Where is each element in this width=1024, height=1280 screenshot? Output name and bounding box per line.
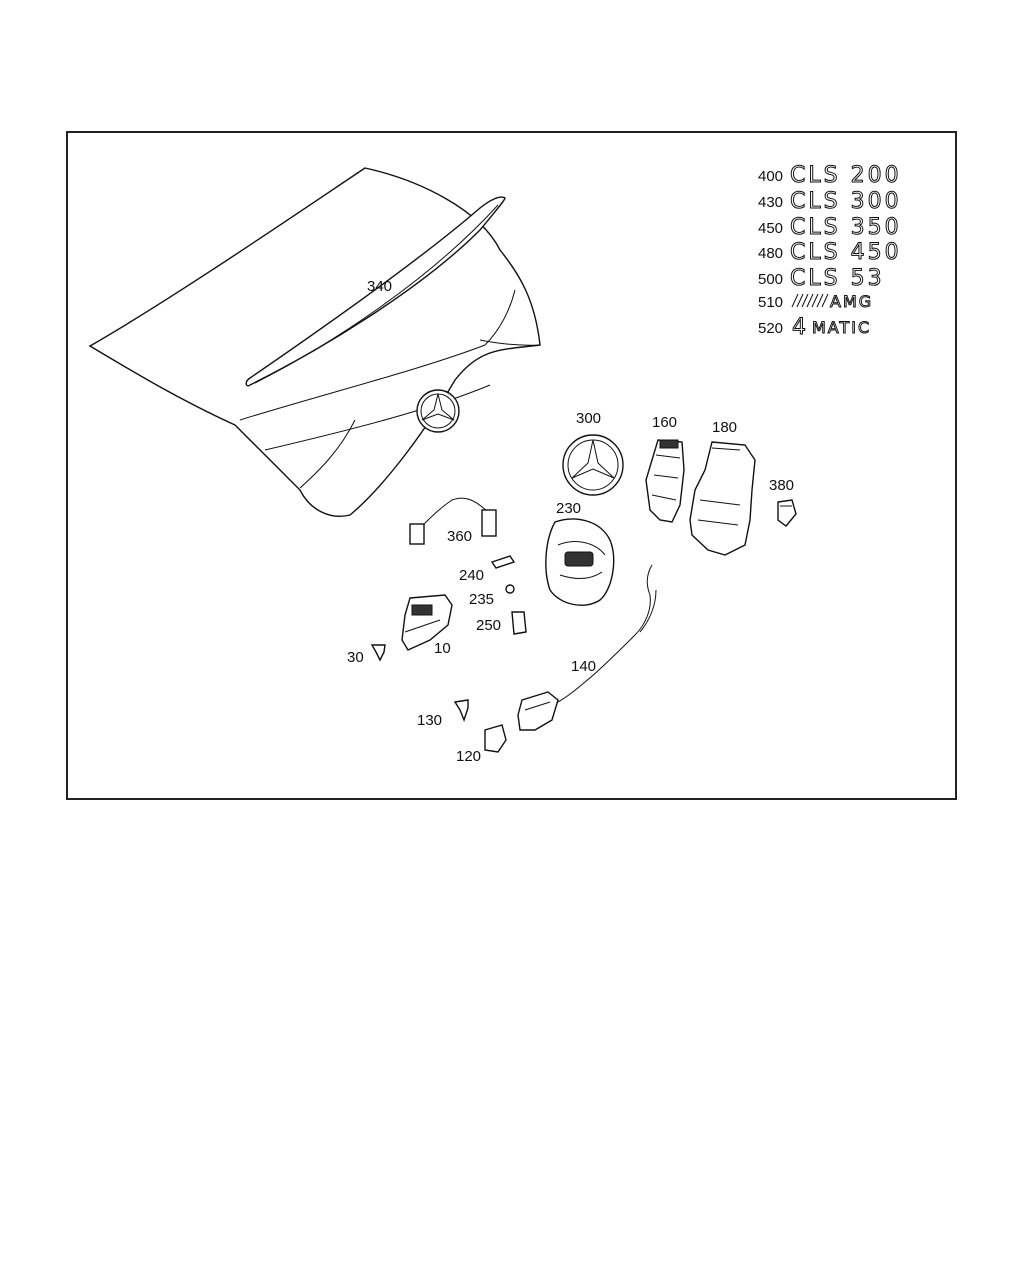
trunk-star-emblem: [416, 389, 460, 433]
callout-250: 250: [476, 617, 501, 634]
badge-430-text: CLS 300: [790, 189, 902, 214]
wire-harness-360: [409, 497, 497, 545]
badge-520-text-sub: MATIC: [812, 318, 871, 337]
amg-stripes-icon: [791, 293, 829, 308]
camera-housing-230: [545, 518, 615, 606]
badge-520-number: 520: [758, 320, 783, 337]
spoiler-340: [245, 196, 506, 387]
callout-140: 140: [571, 658, 596, 675]
badge-450-number: 450: [758, 220, 783, 237]
diagram-frame: [66, 131, 957, 800]
callout-360: 360: [447, 528, 472, 545]
badge-500-number: 500: [758, 271, 783, 288]
trunk-lock-10: [401, 594, 453, 651]
callout-120: 120: [456, 748, 481, 765]
callout-160: 160: [652, 414, 677, 431]
callout-235: 235: [469, 591, 494, 608]
badge-list: 400 CLS 200 430 CLS 300 450 CLS 350 480 …: [758, 163, 902, 341]
badge-520-text-main: 4: [792, 315, 809, 340]
callout-300: 300: [576, 410, 601, 427]
badge-400-text: CLS 200: [790, 163, 902, 188]
callout-340: 340: [367, 278, 392, 295]
callout-230: 230: [556, 500, 581, 517]
lock-module-160: [645, 439, 685, 523]
badge-510-text: AMG: [830, 292, 873, 311]
clip-380: [777, 499, 797, 527]
badge-500-text: CLS 53: [790, 266, 885, 291]
callout-380: 380: [769, 477, 794, 494]
bushing-240: [490, 555, 516, 569]
release-cable-140: [544, 564, 657, 709]
badge-510-number: 510: [758, 294, 783, 311]
cover-180: [689, 441, 756, 556]
callout-10: 10: [434, 640, 451, 657]
release-handle: [517, 691, 559, 731]
bolt-30: [370, 644, 386, 662]
badge-400-number: 400: [758, 168, 783, 185]
badge-450-text: CLS 350: [790, 215, 902, 240]
screw-235: [505, 584, 515, 594]
badge-430-number: 430: [758, 194, 783, 211]
badge-480-number: 480: [758, 245, 783, 262]
grommet-250: [511, 611, 527, 635]
screw-130: [453, 699, 469, 723]
badge-480-text: CLS 450: [790, 240, 902, 265]
star-emblem-300: [562, 434, 624, 496]
cover-120: [484, 724, 507, 753]
callout-240: 240: [459, 567, 484, 584]
callout-130: 130: [417, 712, 442, 729]
callout-180: 180: [712, 419, 737, 436]
callout-30: 30: [347, 649, 364, 666]
